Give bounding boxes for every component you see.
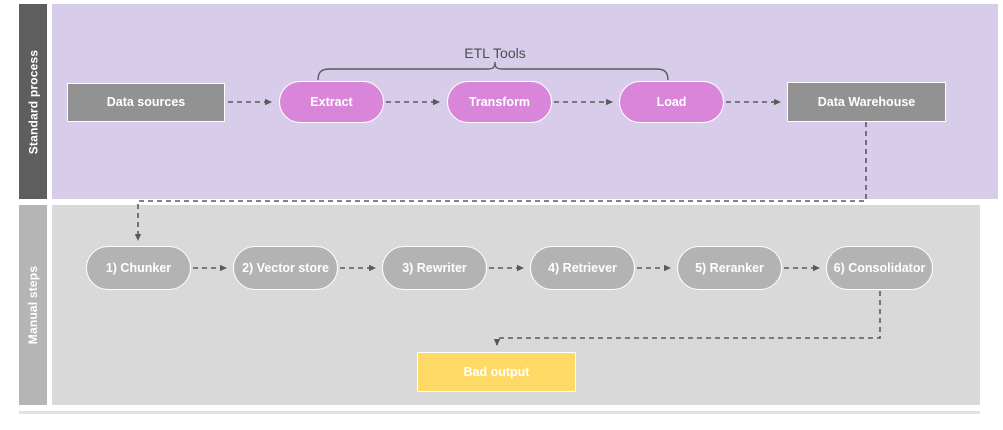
node-vector-store-label: 2) Vector store — [242, 260, 329, 275]
node-load-label: Load — [656, 94, 687, 109]
node-vector-store[interactable]: 2) Vector store — [233, 246, 338, 290]
node-data-sources-label: Data sources — [106, 95, 186, 110]
node-reranker[interactable]: 5) Reranker — [677, 246, 782, 290]
bottom-divider-rule — [19, 411, 980, 414]
node-retriever-label: 4) Retriever — [548, 260, 617, 275]
node-rewriter[interactable]: 3) Rewriter — [382, 246, 487, 290]
node-data-warehouse-label: Data Warehouse — [817, 94, 916, 109]
lane-standard-process-label: Standard process — [19, 4, 47, 199]
node-rewriter-label: 3) Rewriter — [402, 260, 467, 275]
node-transform[interactable]: Transform — [447, 81, 552, 123]
node-retriever[interactable]: 4) Retriever — [530, 246, 635, 290]
node-consolidator-label: 6) Consolidator — [833, 260, 926, 275]
node-transform-label: Transform — [468, 94, 531, 109]
lane-standard-process-label-text: Standard process — [26, 49, 41, 154]
node-data-sources[interactable]: Data sources — [67, 83, 225, 122]
node-consolidator[interactable]: 6) Consolidator — [826, 246, 933, 290]
node-bad-output-label: Bad output — [463, 364, 530, 379]
node-bad-output[interactable]: Bad output — [417, 352, 576, 392]
lane-manual-steps-label-text: Manual steps — [26, 265, 41, 345]
node-reranker-label: 5) Reranker — [695, 260, 764, 275]
node-data-warehouse[interactable]: Data Warehouse — [787, 82, 946, 122]
lane-manual-steps-label: Manual steps — [19, 205, 47, 405]
node-extract-label: Extract — [310, 94, 353, 109]
node-chunker[interactable]: 1) Chunker — [86, 246, 191, 290]
node-extract[interactable]: Extract — [279, 81, 384, 123]
node-load[interactable]: Load — [619, 81, 724, 123]
node-chunker-label: 1) Chunker — [105, 260, 172, 275]
etl-tools-label: ETL Tools — [464, 45, 526, 61]
